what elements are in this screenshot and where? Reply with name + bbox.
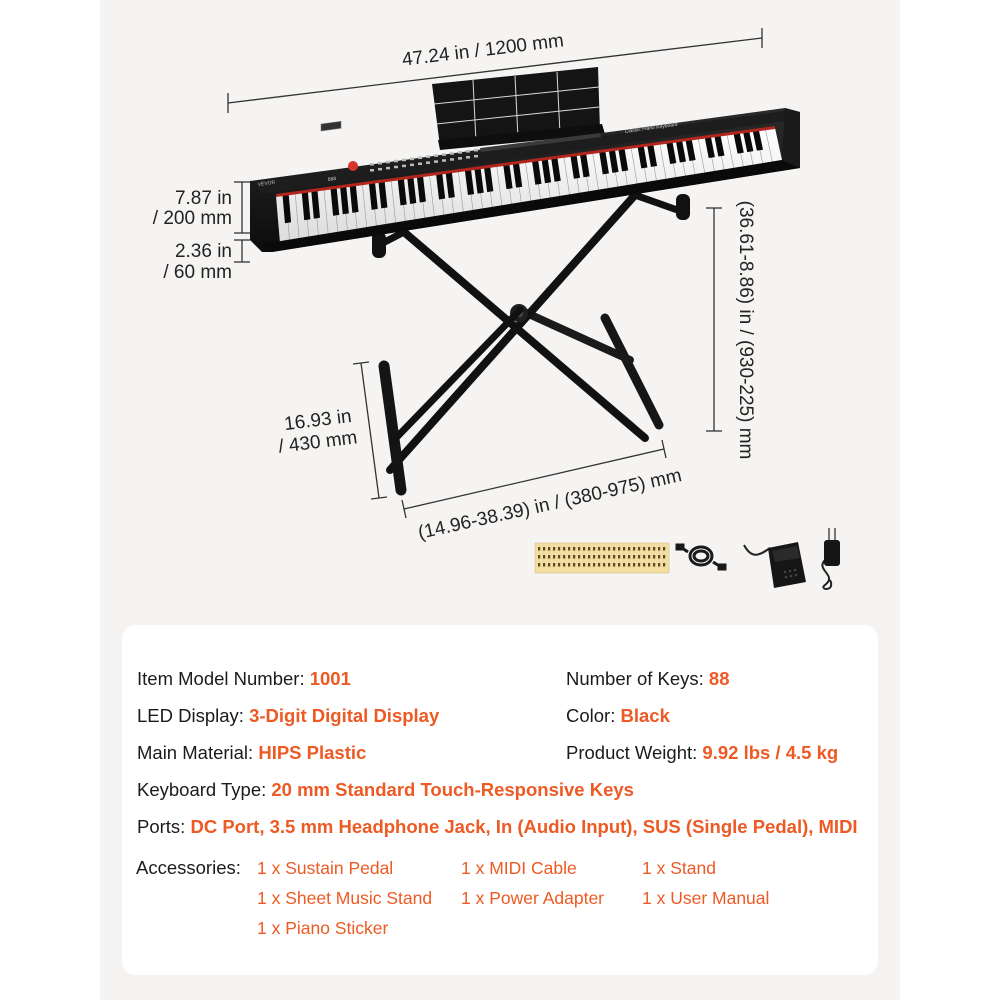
black-key <box>685 139 696 162</box>
black-key <box>580 153 590 178</box>
spec-label: Keyboard Type: <box>137 779 272 800</box>
black-key <box>301 191 311 221</box>
black-key <box>407 177 417 204</box>
stand <box>372 191 690 496</box>
height-dimension-line <box>234 181 250 263</box>
accessory-images <box>534 528 840 590</box>
spec-label: Item Model Number: <box>137 668 310 689</box>
black-key <box>311 190 321 219</box>
black-key <box>647 144 658 167</box>
stand-height-dimension-label: (36.61-8.86) in / (930-225) mm <box>735 200 756 460</box>
black-key <box>512 162 523 188</box>
spec-value: 1001 <box>309 668 351 689</box>
accessory-item: 1 x Piano Sticker <box>257 918 389 938</box>
black-key <box>608 149 619 173</box>
stand-height-dimension-line <box>706 207 722 432</box>
keyboard-diagram: VEVOR 888 Classic Piano Keyboard <box>227 28 840 590</box>
spec-label: Main Material: <box>137 742 259 763</box>
black-key <box>714 135 725 157</box>
black-key <box>282 194 292 224</box>
black-key <box>599 151 609 175</box>
black-key <box>330 187 340 216</box>
accessory-item: 1 x Power Adapter <box>461 888 604 908</box>
spec-value: 88 <box>708 668 730 689</box>
spec-value: HIPS Plastic <box>258 742 367 763</box>
piano-sticker-image <box>534 542 670 574</box>
black-key <box>637 145 648 169</box>
piano-keyboard: VEVOR 888 Classic Piano Keyboard <box>250 108 800 252</box>
spec-value: 20 mm Standard Touch-Responsive Keys <box>271 779 634 800</box>
spec-value: 3-Digit Digital Display <box>249 705 440 726</box>
black-key <box>445 172 455 199</box>
black-key <box>743 131 754 153</box>
black-key <box>474 168 484 194</box>
black-key <box>752 130 764 151</box>
spec-led-display: LED Display: 3-Digit Digital Display <box>137 704 439 728</box>
spec-label: Number of Keys: <box>566 668 709 689</box>
black-key <box>503 164 513 190</box>
sustain-pedal-image <box>743 542 806 588</box>
black-key <box>436 173 446 200</box>
spec-model-number: Item Model Number: 1001 <box>137 667 351 691</box>
accessories-label: Accessories: <box>136 857 241 878</box>
accessory-item: 1 x Stand <box>642 858 716 878</box>
black-key <box>570 155 581 179</box>
accessory-item: 1 x Sheet Music Stand <box>257 888 433 908</box>
spec-product-weight: Product Weight: 9.92 lbs / 4.5 kg <box>566 741 838 765</box>
width-dimension-line <box>227 28 763 113</box>
black-key <box>464 169 475 196</box>
thickness-dimension-label-in: 2.36 in <box>174 241 232 262</box>
spec-label: Color: <box>566 705 621 726</box>
black-key <box>340 186 349 215</box>
accessory-item: 1 x Sustain Pedal <box>257 858 394 878</box>
height-dimension-label-mm: / 200 mm <box>152 208 232 229</box>
spec-color: Color: Black <box>566 704 670 728</box>
spec-keyboard-type: Keyboard Type: 20 mm Standard Touch-Resp… <box>137 778 634 802</box>
black-key <box>349 185 359 213</box>
black-key <box>618 148 629 172</box>
led-display: 888 <box>327 176 336 183</box>
stand-width-dimension-line <box>401 439 667 519</box>
black-key <box>378 181 388 209</box>
spec-value: Black <box>620 705 670 726</box>
black-key <box>675 140 686 163</box>
keyboard-brand: VEVOR <box>257 180 276 188</box>
black-key <box>551 157 561 182</box>
power-adapter-image <box>821 528 840 590</box>
leg-dimension-line <box>352 361 388 500</box>
black-key <box>704 136 715 159</box>
midi-cable-image <box>675 543 727 571</box>
accessory-item: 1 x User Manual <box>642 888 770 908</box>
accessory-item: 1 x MIDI Cable <box>461 858 577 878</box>
spec-label: Ports: <box>137 816 191 837</box>
spec-main-material: Main Material: HIPS Plastic <box>137 741 366 765</box>
thickness-dimension-label-mm: / 60 mm <box>163 262 232 283</box>
spec-label: LED Display: <box>137 705 250 726</box>
black-key <box>416 175 426 203</box>
spec-number-of-keys: Number of Keys: 88 <box>566 667 730 691</box>
black-key <box>484 166 494 193</box>
black-key <box>532 160 542 185</box>
height-dimension-label-in: 7.87 in <box>174 188 232 209</box>
sheet-music-stand <box>432 67 605 150</box>
black-key <box>368 182 378 210</box>
spec-value: 9.92 lbs / 4.5 kg <box>702 742 839 763</box>
black-key <box>733 132 744 154</box>
specifications-card <box>122 625 878 975</box>
black-key <box>666 141 677 164</box>
black-key <box>397 178 407 206</box>
spec-ports: Ports: DC Port, 3.5 mm Headphone Jack, I… <box>137 815 858 839</box>
spec-label: Product Weight: <box>566 742 703 763</box>
spec-value: DC Port, 3.5 mm Headphone Jack, In (Audi… <box>190 816 858 837</box>
black-key <box>541 158 552 184</box>
